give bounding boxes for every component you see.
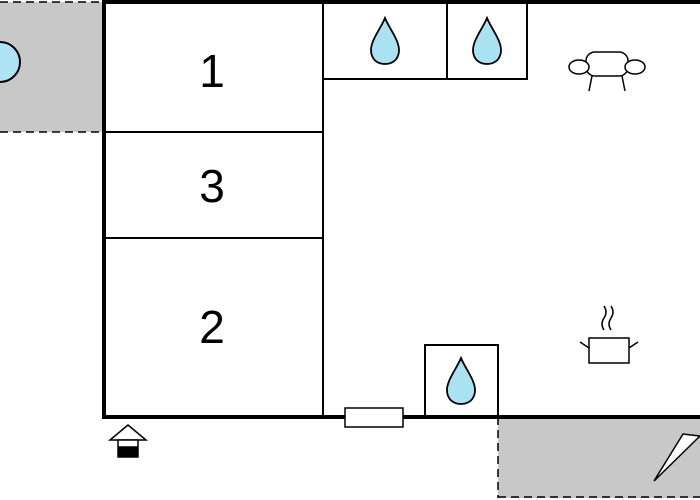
water-drop-icon (446, 355, 476, 405)
terrace-bottom-right (497, 417, 700, 498)
pool-icon (0, 41, 21, 83)
compass-arrow-icon (653, 433, 700, 482)
water-drop-icon (472, 15, 502, 65)
entrance-house-icon (107, 424, 149, 458)
room-label-3: 3 (199, 160, 225, 212)
water-drop-icon (370, 15, 400, 65)
room-label-2: 2 (199, 301, 225, 353)
interior-walls (104, 2, 528, 417)
sofa-icon (568, 51, 646, 92)
room-label-1: 1 (199, 45, 225, 97)
radiator-icon (344, 407, 404, 428)
cooking-pot-icon (579, 305, 639, 364)
